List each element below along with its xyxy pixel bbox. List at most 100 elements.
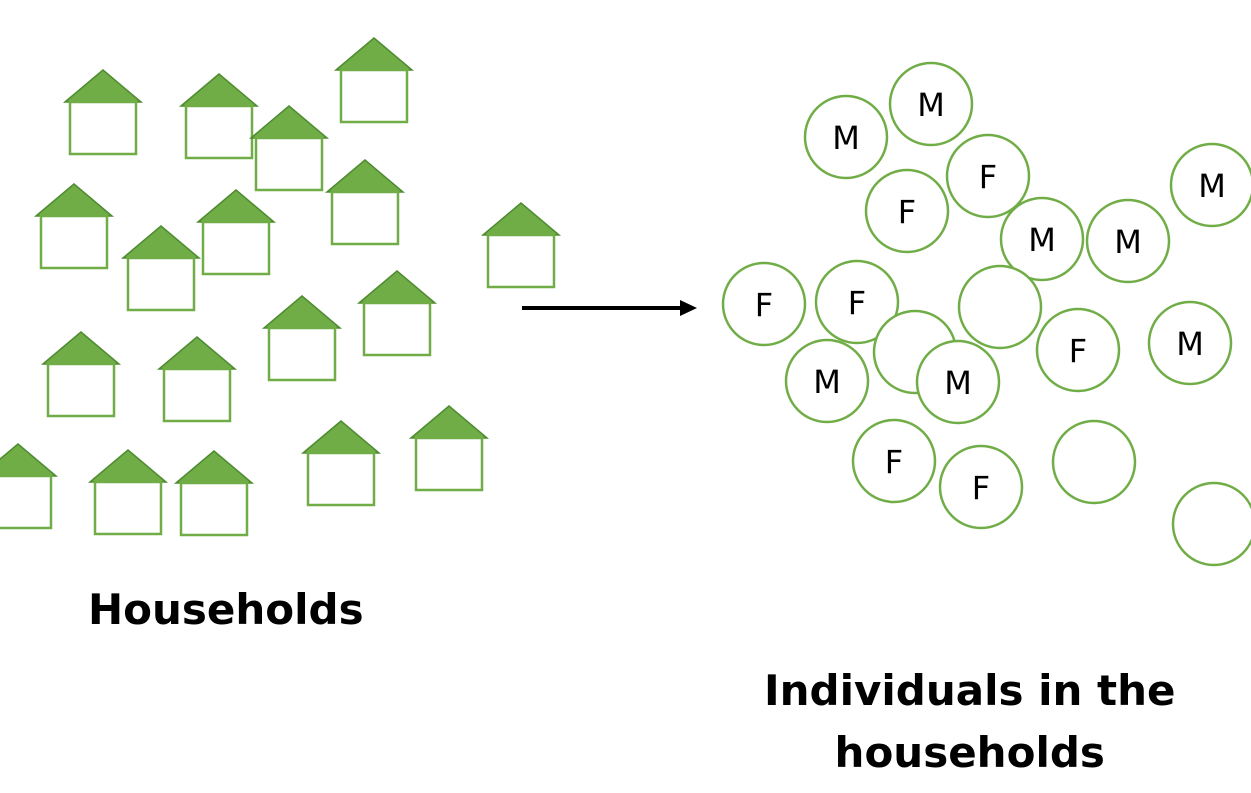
individual-sex-label: F: [979, 158, 997, 196]
individual-sex-label: M: [1198, 167, 1226, 205]
house-icon: [87, 449, 169, 536]
house-roof: [480, 202, 562, 236]
individual-node: M: [1169, 142, 1251, 228]
house-icon: [300, 420, 382, 507]
house-body: [254, 136, 324, 192]
individual-node: M: [888, 61, 974, 147]
individual-node: M: [915, 339, 1001, 425]
households-caption: Households: [88, 585, 364, 634]
individual-sex-label: F: [848, 284, 866, 322]
individual-circle: [864, 168, 950, 254]
house-icon: [0, 443, 59, 530]
house-roof: [261, 295, 343, 329]
house-icon: [261, 295, 343, 382]
individual-circle: [721, 261, 807, 347]
house-roof: [408, 405, 490, 439]
house-roof: [33, 183, 115, 217]
house-roof: [173, 450, 255, 484]
individual-node: F: [851, 418, 937, 504]
house-body: [46, 362, 116, 418]
individual-sex-label: M: [917, 86, 945, 124]
individual-sex-label: M: [1028, 221, 1056, 259]
house-icon: [178, 73, 260, 160]
individual-circle: [957, 264, 1043, 350]
individual-sex-label: M: [1176, 325, 1204, 363]
individual-sex-label: M: [1114, 223, 1142, 261]
house-body: [126, 256, 196, 312]
house-body: [330, 190, 400, 246]
house-roof: [178, 73, 260, 107]
house-icon: [356, 270, 438, 357]
house-icon: [195, 189, 277, 276]
house-roof: [156, 336, 238, 370]
individual-circle: [851, 418, 937, 504]
house-body: [93, 480, 163, 536]
house-body: [39, 214, 109, 270]
individual-node: F: [814, 259, 900, 345]
house-icon: [480, 202, 562, 289]
individual-circle: [945, 133, 1031, 219]
house-body: [179, 481, 249, 537]
individual-circle: [814, 259, 900, 345]
house-body: [0, 474, 53, 530]
individual-node: M: [784, 338, 870, 424]
individual-node: M: [803, 94, 889, 180]
individual-sex-label: M: [944, 364, 972, 402]
individual-node: F: [945, 133, 1031, 219]
individual-circle: [1171, 481, 1251, 567]
house-roof: [324, 159, 406, 193]
arrow: [522, 300, 697, 316]
individual-circle: [1035, 307, 1121, 393]
house-body: [267, 326, 337, 382]
individual-circle: [803, 94, 889, 180]
individual-node: [957, 264, 1043, 350]
house-icon: [324, 159, 406, 246]
individual-node: F: [864, 168, 950, 254]
house-body: [201, 220, 271, 276]
house-roof: [300, 420, 382, 454]
house-icon: [333, 37, 415, 124]
house-icon: [62, 69, 144, 156]
individual-node: [1171, 481, 1251, 567]
house-roof: [87, 449, 169, 483]
individual-circle: [888, 61, 974, 147]
individual-node: [1051, 419, 1137, 505]
individuals-caption-line1: Individuals in the: [764, 666, 1176, 715]
house-roof: [62, 69, 144, 103]
house-body: [306, 451, 376, 507]
individual-node: F: [721, 261, 807, 347]
house-icon: [120, 225, 202, 312]
individual-node: M: [1147, 300, 1233, 386]
individual-circle: [1169, 142, 1251, 228]
individual-circle: [1051, 419, 1137, 505]
individual-sex-label: M: [832, 119, 860, 157]
house-body: [414, 436, 484, 492]
house-body: [339, 68, 409, 124]
house-icon: [156, 336, 238, 423]
individual-sex-label: F: [885, 443, 903, 481]
individual-circle: [784, 338, 870, 424]
individual-sex-label: F: [755, 286, 773, 324]
individual-node: F: [938, 444, 1024, 530]
house-icon: [173, 450, 255, 537]
house-body: [162, 367, 232, 423]
individual-sex-label: F: [1069, 332, 1087, 370]
house-roof: [333, 37, 415, 71]
individual-node: M: [1085, 198, 1171, 284]
house-body: [184, 104, 254, 160]
house-icon: [408, 405, 490, 492]
house-roof: [356, 270, 438, 304]
individual-sex-label: F: [972, 469, 990, 507]
individual-sex-label: M: [813, 363, 841, 401]
households-group: [0, 37, 562, 537]
house-body: [486, 233, 556, 289]
house-icon: [248, 105, 330, 192]
individual-circle: [1147, 300, 1233, 386]
house-roof: [40, 331, 122, 365]
house-icon: [40, 331, 122, 418]
individual-circle: [915, 339, 1001, 425]
individual-circle: [1085, 198, 1171, 284]
arrow-head: [680, 300, 697, 316]
